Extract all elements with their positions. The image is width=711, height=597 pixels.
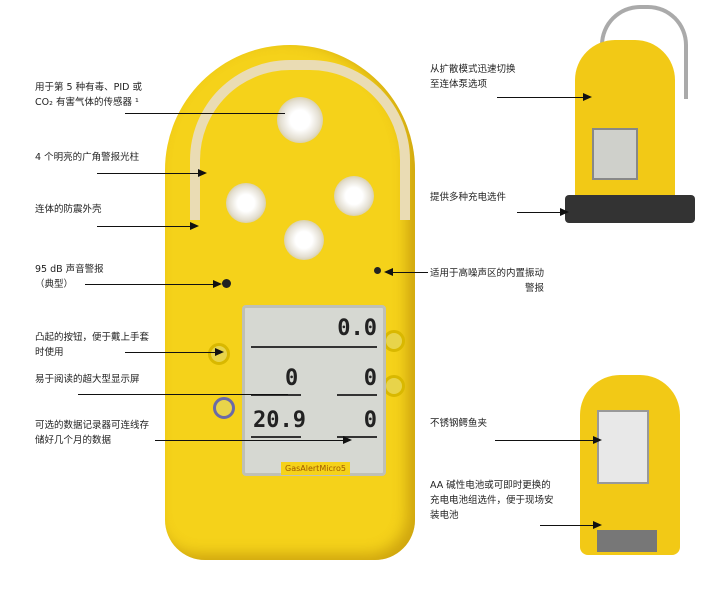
arrow-display [78,394,288,395]
arrow-vibration [384,268,428,276]
charging-dock [565,195,695,223]
pump-device-screen [592,128,638,180]
alarm-light-bar [190,60,410,220]
sensor-left [226,183,266,223]
arrow-sensor [125,113,285,114]
label-clip: 不锈钢鳄鱼夹 [430,418,488,429]
bar [251,394,301,396]
label-lightbar: 4 个明亮的广角警报光柱 [35,152,140,163]
label-line: 装电池 [430,510,459,521]
sensor-bottom [284,220,324,260]
button-right-top[interactable] [383,330,405,352]
arrow-lightbar [97,169,207,177]
label-datalogger: 可选的数据记录器可连线存储好几个月的数据 [35,418,149,448]
label-display: 易于阅读的超大型显示屏 [35,374,140,385]
label-line: 95 dB 声音警报 [35,264,104,275]
label-buttons: 凸起的按钮，便于戴上手套时使用 [35,330,149,360]
alligator-clip [597,410,649,484]
arrow-pump [497,93,592,101]
bar [251,436,301,438]
arrow-clip [495,436,602,444]
arrow-audible [85,280,222,288]
sensor-right [334,176,374,216]
label-line: 凸起的按钮，便于戴上手套 [35,332,150,343]
label-line: 可选的数据记录器可连线存 [35,420,150,431]
label-housing: 连体的防震外壳 [35,204,102,215]
label-audible: 95 dB 声音警报 （典型） [35,262,104,292]
reading-3a: 20.9 [253,408,306,433]
audible-alarm-port [222,279,231,288]
label-line: CO₂ 有害气体的传感器 ¹ [35,97,139,108]
label-line: 适用于高噪声区的内置振动 [430,268,545,279]
label-line: （典型） [35,279,74,290]
label-line: 从扩散模式迅速切换 [430,64,516,75]
arrow-battery [540,521,602,529]
button-left-bottom[interactable] [213,397,235,419]
reading-3b: 0 [363,408,377,433]
label-line: 警报 [525,283,545,294]
arrow-housing [97,222,199,230]
arrow-buttons [125,348,224,356]
label-line: 至连体泵选项 [430,79,488,90]
sensor-top [277,97,323,143]
label-line: 时使用 [35,347,64,358]
label-sensor: 用于第 5 种有毒、PID 或 CO₂ 有害气体的传感器 ¹ [35,80,142,110]
label-line: 储好几个月的数据 [35,435,112,446]
reading-1: 0.0 [337,316,377,341]
brand-logo: GasAlertMicro5 [281,462,350,475]
vibration-indicator [374,267,381,274]
arrow-charging [517,208,569,216]
button-right-bottom[interactable] [383,375,405,397]
bar [337,436,377,438]
bar [251,346,377,348]
reading-2a: 0 [285,366,299,391]
label-battery: AA 碱性电池或可即时更换的充电电池组选件，便于现场安装电池 [430,478,554,523]
arrow-datalogger [155,436,352,444]
lcd-display: 0.0 0 0 20.9 0 GasAlertMicro5 [242,305,386,476]
battery-pack [597,530,657,552]
label-pump: 从扩散模式迅速切换至连体泵选项 [430,62,516,92]
reading-2b: 0 [363,366,377,391]
label-line: AA 碱性电池或可即时更换的 [430,480,551,491]
label-vibration: 适用于高噪声区的内置振动警报 [430,266,544,296]
label-line: 用于第 5 种有毒、PID 或 [35,82,142,93]
bar [337,394,377,396]
label-charging: 提供多种充电选件 [430,192,507,203]
label-line: 充电电池组选件，便于现场安 [430,495,554,506]
